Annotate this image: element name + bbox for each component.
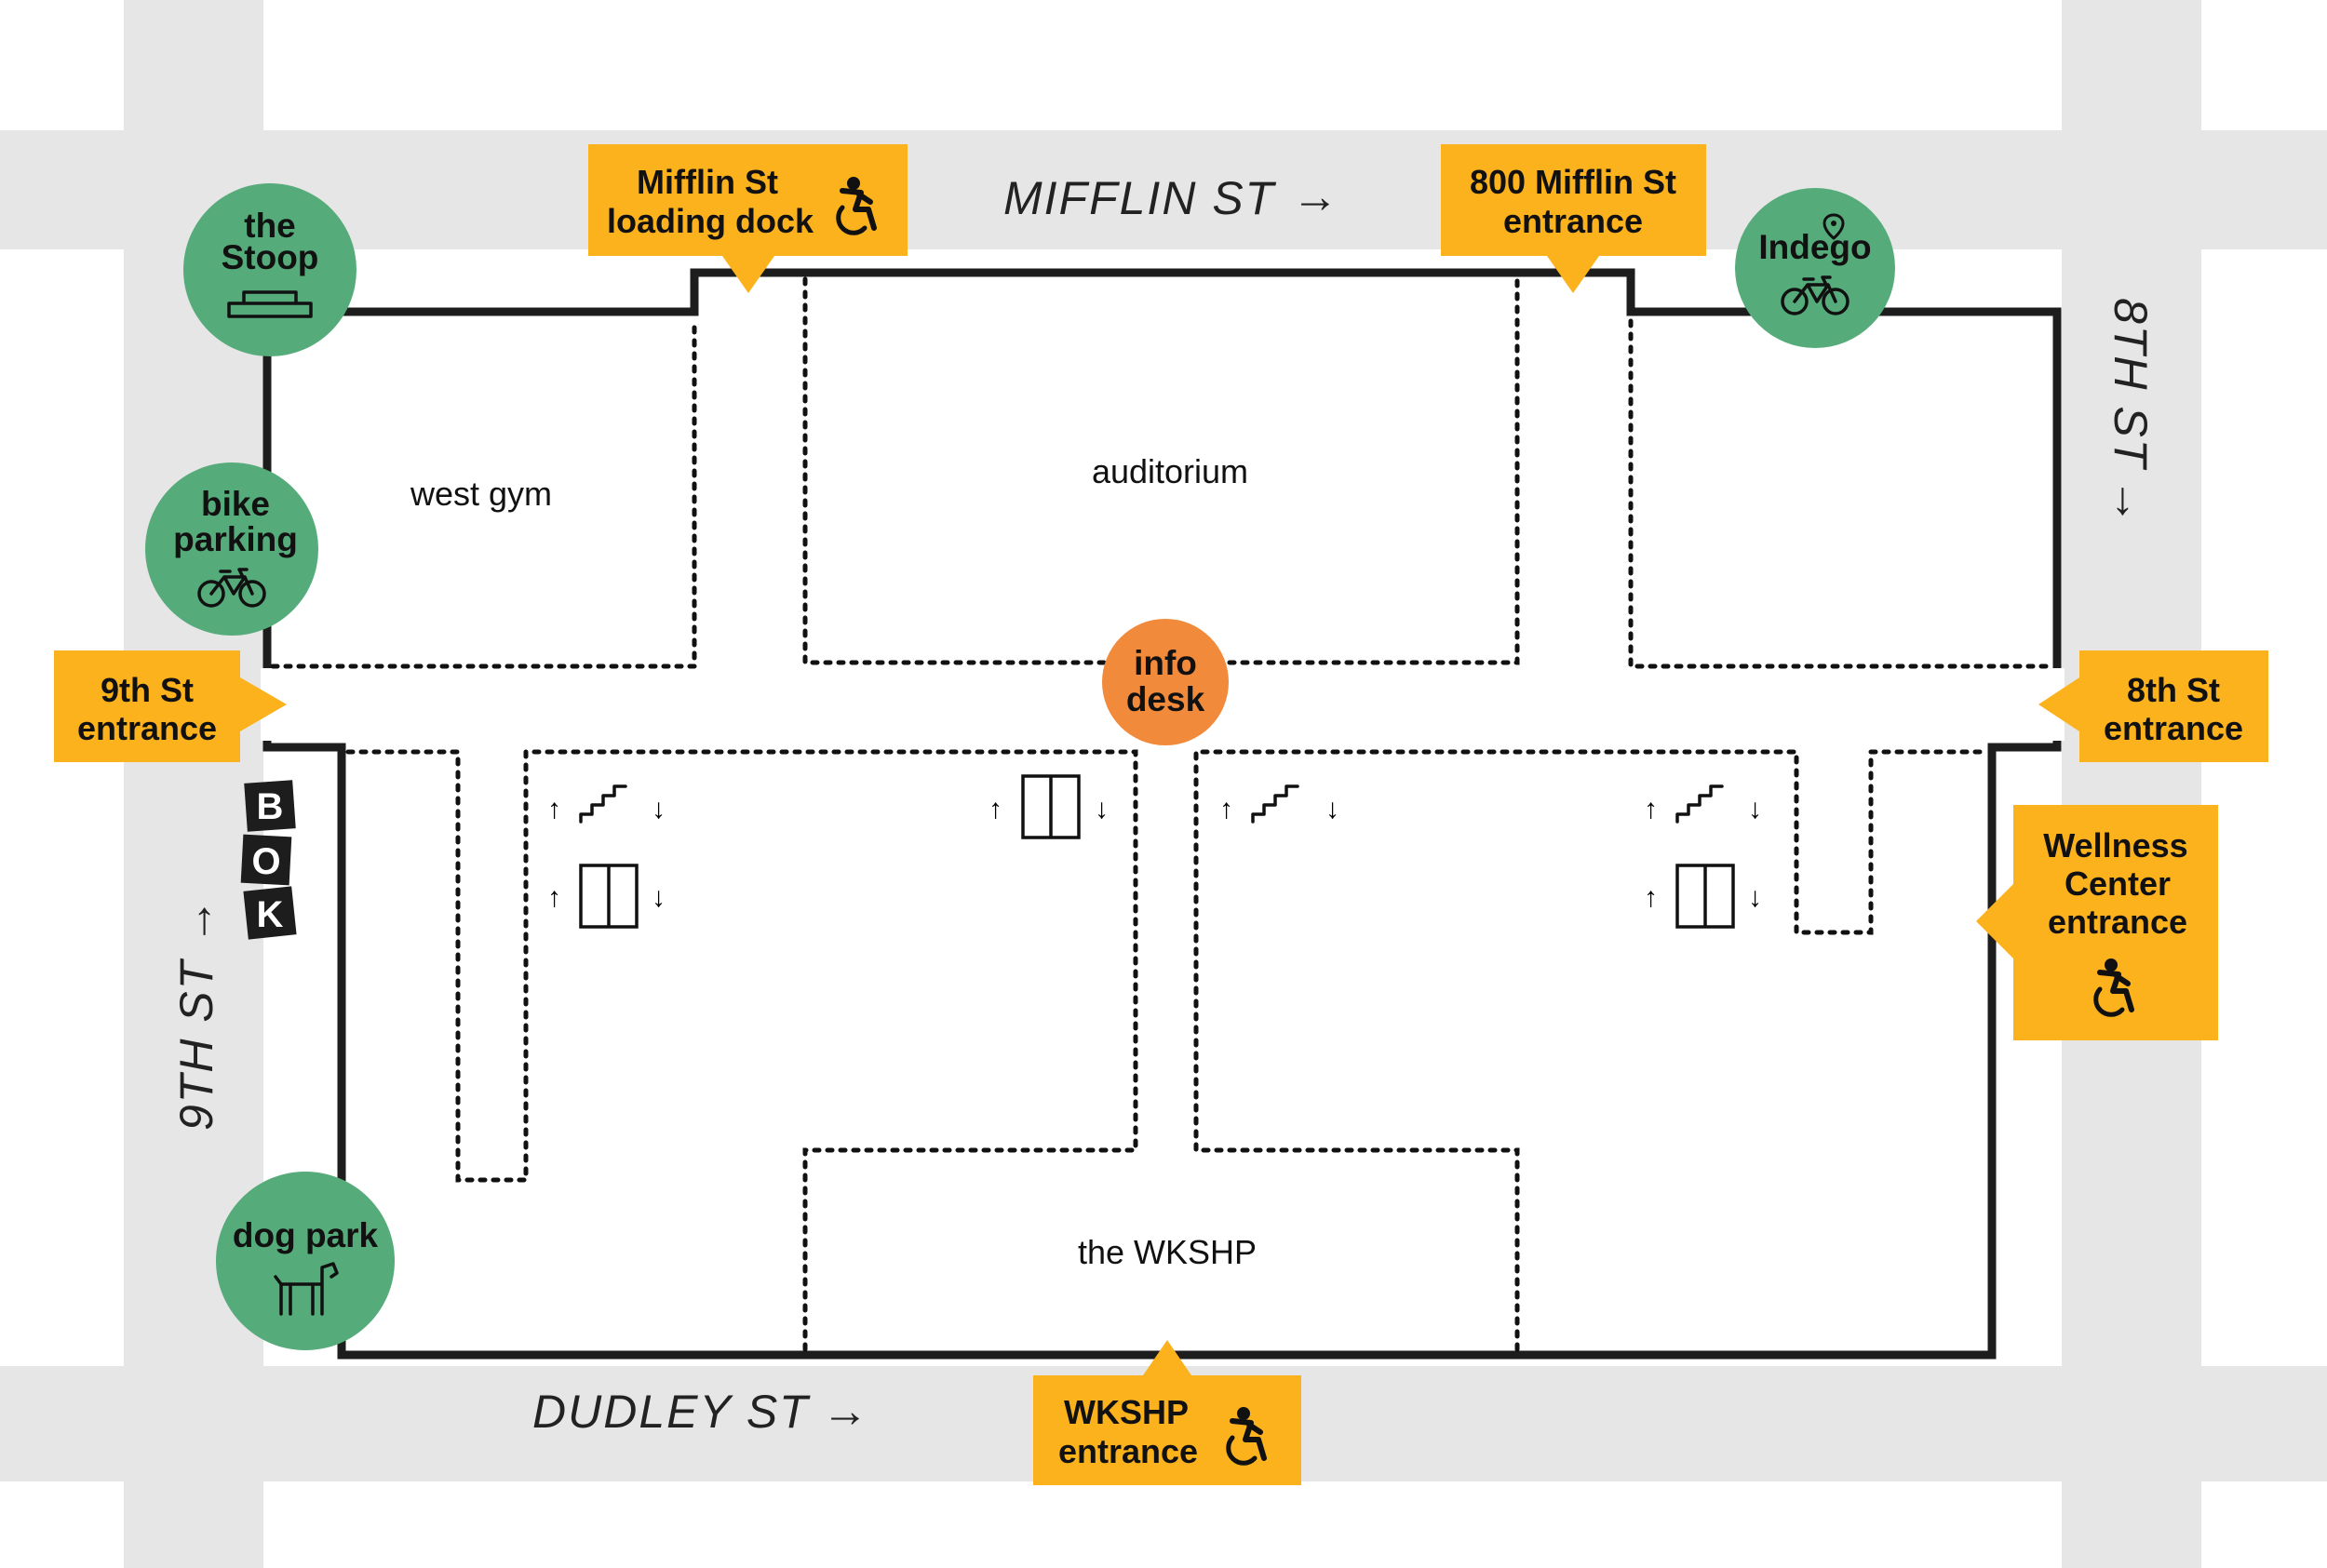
svg-text:desk: desk	[1126, 680, 1205, 718]
wkshp-label: the WKSHP	[1078, 1233, 1257, 1271]
mifflin-800-entrance-tag[interactable]: 800 Mifflin St entrance	[1441, 144, 1706, 293]
eighth-st-entrance-tag[interactable]: 8th St entrance	[2038, 650, 2268, 762]
svg-text:entrance: entrance	[1058, 1432, 1198, 1470]
svg-text:Stoop: Stoop	[222, 238, 319, 276]
map-pin-icon	[1823, 213, 1845, 240]
mifflin-street	[0, 130, 2327, 249]
ninth-street-label: 9TH ST	[170, 958, 222, 1131]
dog-park-poi[interactable]: dog park	[216, 1172, 395, 1350]
up-arrow: ↑	[989, 794, 1002, 824]
west-gym-wall	[270, 318, 697, 669]
svg-text:the: the	[244, 207, 296, 245]
svg-text:9th St: 9th St	[101, 671, 194, 709]
svg-text:K: K	[257, 894, 284, 935]
mifflin-loading-dock-tag[interactable]: Mifflin St loading dock	[588, 144, 908, 293]
west-elevator: ↑ ↓	[547, 864, 666, 929]
svg-text:bike: bike	[201, 485, 270, 523]
ninth-street-arrow: →	[170, 896, 222, 945]
bike-parking-poi[interactable]: bike parking	[145, 462, 318, 636]
svg-text:Wellness: Wellness	[2043, 826, 2187, 864]
svg-text:B: B	[257, 786, 284, 827]
the-stoop-poi[interactable]: the Stoop	[183, 183, 356, 356]
dudley-street-arrow: →	[822, 1385, 870, 1437]
svg-text:dog park: dog park	[233, 1216, 379, 1254]
mifflin-street-label: MIFFLIN ST	[1003, 172, 1277, 224]
dog-icon	[274, 1262, 339, 1316]
building-outline	[262, 268, 2062, 1360]
svg-text:Mifflin St: Mifflin St	[637, 163, 778, 201]
west-gym-label: west gym	[410, 475, 552, 513]
center-stairs: ↑ ↓	[1219, 784, 1339, 824]
svg-text:info: info	[1134, 644, 1197, 682]
eighth-street-arrow: →	[2105, 478, 2157, 527]
eighth-street-label: 8TH ST	[2105, 298, 2157, 471]
down-arrow: ↓	[1325, 794, 1339, 824]
stoop-icon	[227, 290, 313, 318]
mifflin-street-arrow: →	[1292, 170, 1340, 222]
interior-walls	[270, 276, 2054, 1352]
down-arrow: ↓	[1095, 794, 1109, 824]
east-stairs: ↑ ↓	[1644, 784, 1762, 824]
east-elevator: ↑ ↓	[1644, 864, 1762, 929]
svg-text:800 Mifflin St: 800 Mifflin St	[1470, 163, 1676, 201]
svg-text:Center: Center	[2065, 864, 2171, 903]
down-arrow: ↓	[652, 794, 666, 824]
east-corridor-wall	[1193, 749, 1991, 1352]
down-arrow: ↓	[652, 882, 666, 913]
west-corridor-wall	[345, 749, 1138, 1352]
svg-text:loading dock: loading dock	[607, 202, 814, 240]
down-arrow: ↓	[1748, 882, 1762, 913]
center-elevator: ↑ ↓	[989, 774, 1109, 839]
eighth-street	[2062, 0, 2201, 1568]
bok-logo: B O K	[240, 780, 297, 940]
indego-poi[interactable]: Indego	[1735, 188, 1895, 348]
svg-text:parking: parking	[173, 520, 298, 558]
dudley-street-label: DUDLEY ST	[532, 1386, 811, 1438]
svg-text:Indego: Indego	[1758, 228, 1871, 266]
svg-text:O: O	[251, 841, 280, 882]
up-arrow: ↑	[547, 794, 561, 824]
down-arrow: ↓	[1748, 794, 1762, 824]
up-arrow: ↑	[1644, 882, 1658, 913]
auditorium-label: auditorium	[1092, 452, 1248, 490]
ninth-st-entrance-tag[interactable]: 9th St entrance	[54, 650, 287, 762]
svg-text:WKSHP: WKSHP	[1064, 1393, 1189, 1431]
up-arrow: ↑	[1219, 794, 1233, 824]
svg-text:entrance: entrance	[1503, 202, 1643, 240]
svg-text:entrance: entrance	[2104, 709, 2243, 747]
svg-text:8th St: 8th St	[2127, 671, 2220, 709]
west-stairs: ↑ ↓	[547, 784, 666, 824]
up-arrow: ↑	[1644, 794, 1658, 824]
svg-text:entrance: entrance	[77, 709, 217, 747]
info-desk[interactable]: info desk	[1102, 619, 1229, 745]
east-room-wall	[1628, 318, 2054, 669]
wellness-center-entrance-tag[interactable]: Wellness Center entrance	[1976, 805, 2218, 1040]
wkshp-entrance-tag[interactable]: WKSHP entrance	[1033, 1340, 1301, 1485]
up-arrow: ↑	[547, 882, 561, 913]
svg-text:entrance: entrance	[2048, 903, 2187, 941]
